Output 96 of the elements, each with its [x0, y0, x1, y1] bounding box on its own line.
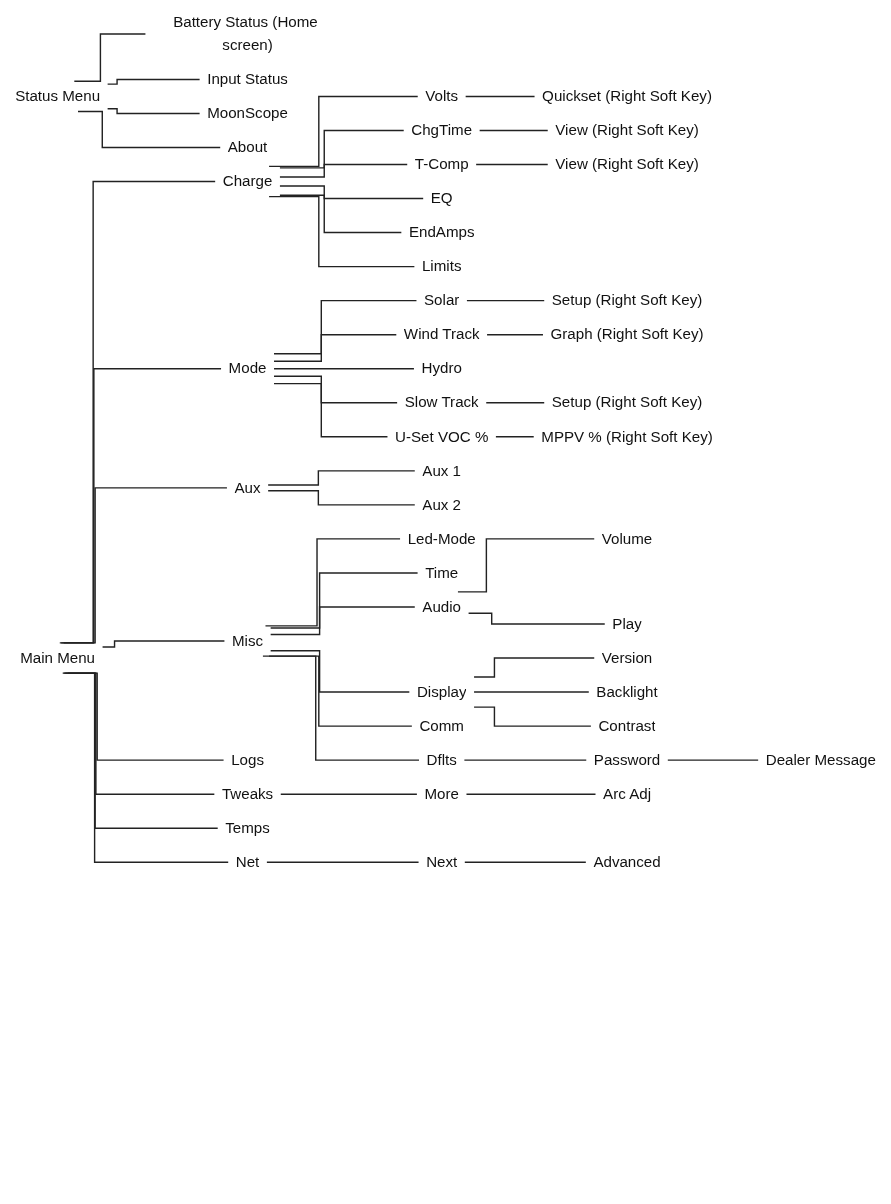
node-text: Temps: [225, 819, 270, 836]
node-text: EQ: [430, 190, 453, 207]
connector: [73, 33, 147, 82]
node-text: Time: [425, 564, 459, 581]
node-text: Main Menu: [20, 649, 96, 666]
node-text: More: [424, 785, 459, 802]
connector: [60, 368, 222, 644]
node-text: Led-Mode: [407, 530, 476, 547]
node-text: U-Set VOC %: [395, 428, 489, 445]
node-text: Volume: [601, 530, 653, 547]
connector: [62, 672, 229, 863]
connector: [279, 185, 424, 200]
node-text: Tweaks: [221, 785, 274, 802]
node-text: ChgTime: [411, 121, 473, 139]
node-text: Aux 1: [422, 462, 462, 479]
node-text: Slow Track: [404, 394, 479, 411]
node-text: View (Right Soft Key): [555, 156, 699, 173]
node-text: Quickset (Right Soft Key): [542, 87, 712, 104]
connector: [273, 375, 398, 404]
node-text: Aux: [234, 479, 261, 496]
node-text: Graph (Right Soft Key): [550, 326, 704, 343]
connector: [467, 612, 606, 625]
connector: [59, 180, 216, 644]
node-text: Setup (Right Soft Key): [551, 394, 703, 411]
node-text: Comm: [419, 717, 464, 734]
connector: [486, 334, 544, 336]
node-text: Password: [593, 751, 661, 768]
connector: [273, 334, 397, 362]
node-text: Dflts: [426, 751, 457, 768]
connector: [267, 490, 416, 506]
node-text: Logs: [231, 751, 264, 768]
node-text: T-Comp: [414, 156, 469, 173]
connector: [262, 655, 420, 761]
node-text: Volts: [425, 87, 459, 104]
node-text: EndAmps: [408, 224, 475, 241]
connector: [478, 129, 549, 132]
node-text: View (Right Soft Key): [555, 121, 699, 139]
connector: [464, 95, 536, 98]
connector: [273, 368, 415, 370]
node-text: Solar: [424, 292, 460, 309]
connector: [269, 572, 419, 629]
connector: [466, 299, 545, 302]
connector: [464, 861, 587, 863]
node-text: Limits: [421, 258, 462, 275]
node-text: Aux 2: [422, 496, 462, 513]
connector: [269, 650, 411, 693]
connector: [495, 436, 535, 438]
node-text: Dealer Message: [765, 751, 876, 768]
connector: [465, 793, 597, 795]
node-text: About: [227, 138, 268, 156]
connector: [280, 793, 418, 795]
connector: [473, 706, 592, 727]
connector: [63, 487, 228, 644]
connector: [667, 759, 759, 761]
node-text: Next: [426, 853, 458, 870]
node-text: Input Status: [207, 70, 288, 87]
node-text: Status Menu: [15, 87, 101, 104]
node-text: Net: [235, 853, 260, 870]
node-text: Display: [416, 683, 467, 700]
node-text: Misc: [232, 632, 264, 649]
node-text: MPPV % (Right Soft Key): [541, 428, 713, 445]
node-text: Wind Track: [403, 326, 480, 343]
connector: [267, 470, 416, 486]
node-text: MoonScope: [207, 104, 288, 122]
node-text: Arc Adj: [603, 785, 651, 802]
node-text: Contrast: [598, 717, 656, 734]
node-text: Audio: [422, 598, 462, 615]
connector: [457, 538, 595, 593]
connector: [475, 163, 549, 166]
node-text: Setup (Right Soft Key): [551, 292, 703, 309]
connector: [77, 110, 221, 149]
connector: [268, 95, 419, 168]
connector: [279, 163, 408, 178]
connector: [473, 657, 595, 678]
node-text: Play: [612, 615, 642, 632]
connector: [279, 129, 405, 169]
connector: [268, 195, 416, 268]
connector: [264, 538, 401, 627]
connector: [101, 640, 226, 648]
connector: [273, 382, 389, 438]
connector: [106, 78, 201, 85]
node-text: Mode: [228, 360, 267, 377]
node-text: Version: [601, 649, 653, 666]
connector: [273, 299, 418, 355]
node-text: Battery Status (Home screen): [173, 14, 318, 53]
connector: [463, 759, 587, 761]
node-text: Backlight: [596, 683, 658, 700]
connector: [485, 402, 545, 404]
connector: [473, 691, 590, 693]
connector: [266, 861, 420, 863]
connector: [279, 194, 403, 234]
node-text: Charge: [222, 173, 273, 190]
node-text: Advanced: [593, 853, 661, 870]
node-text: Hydro: [421, 360, 462, 377]
connector: [269, 606, 416, 636]
connector: [106, 108, 201, 115]
